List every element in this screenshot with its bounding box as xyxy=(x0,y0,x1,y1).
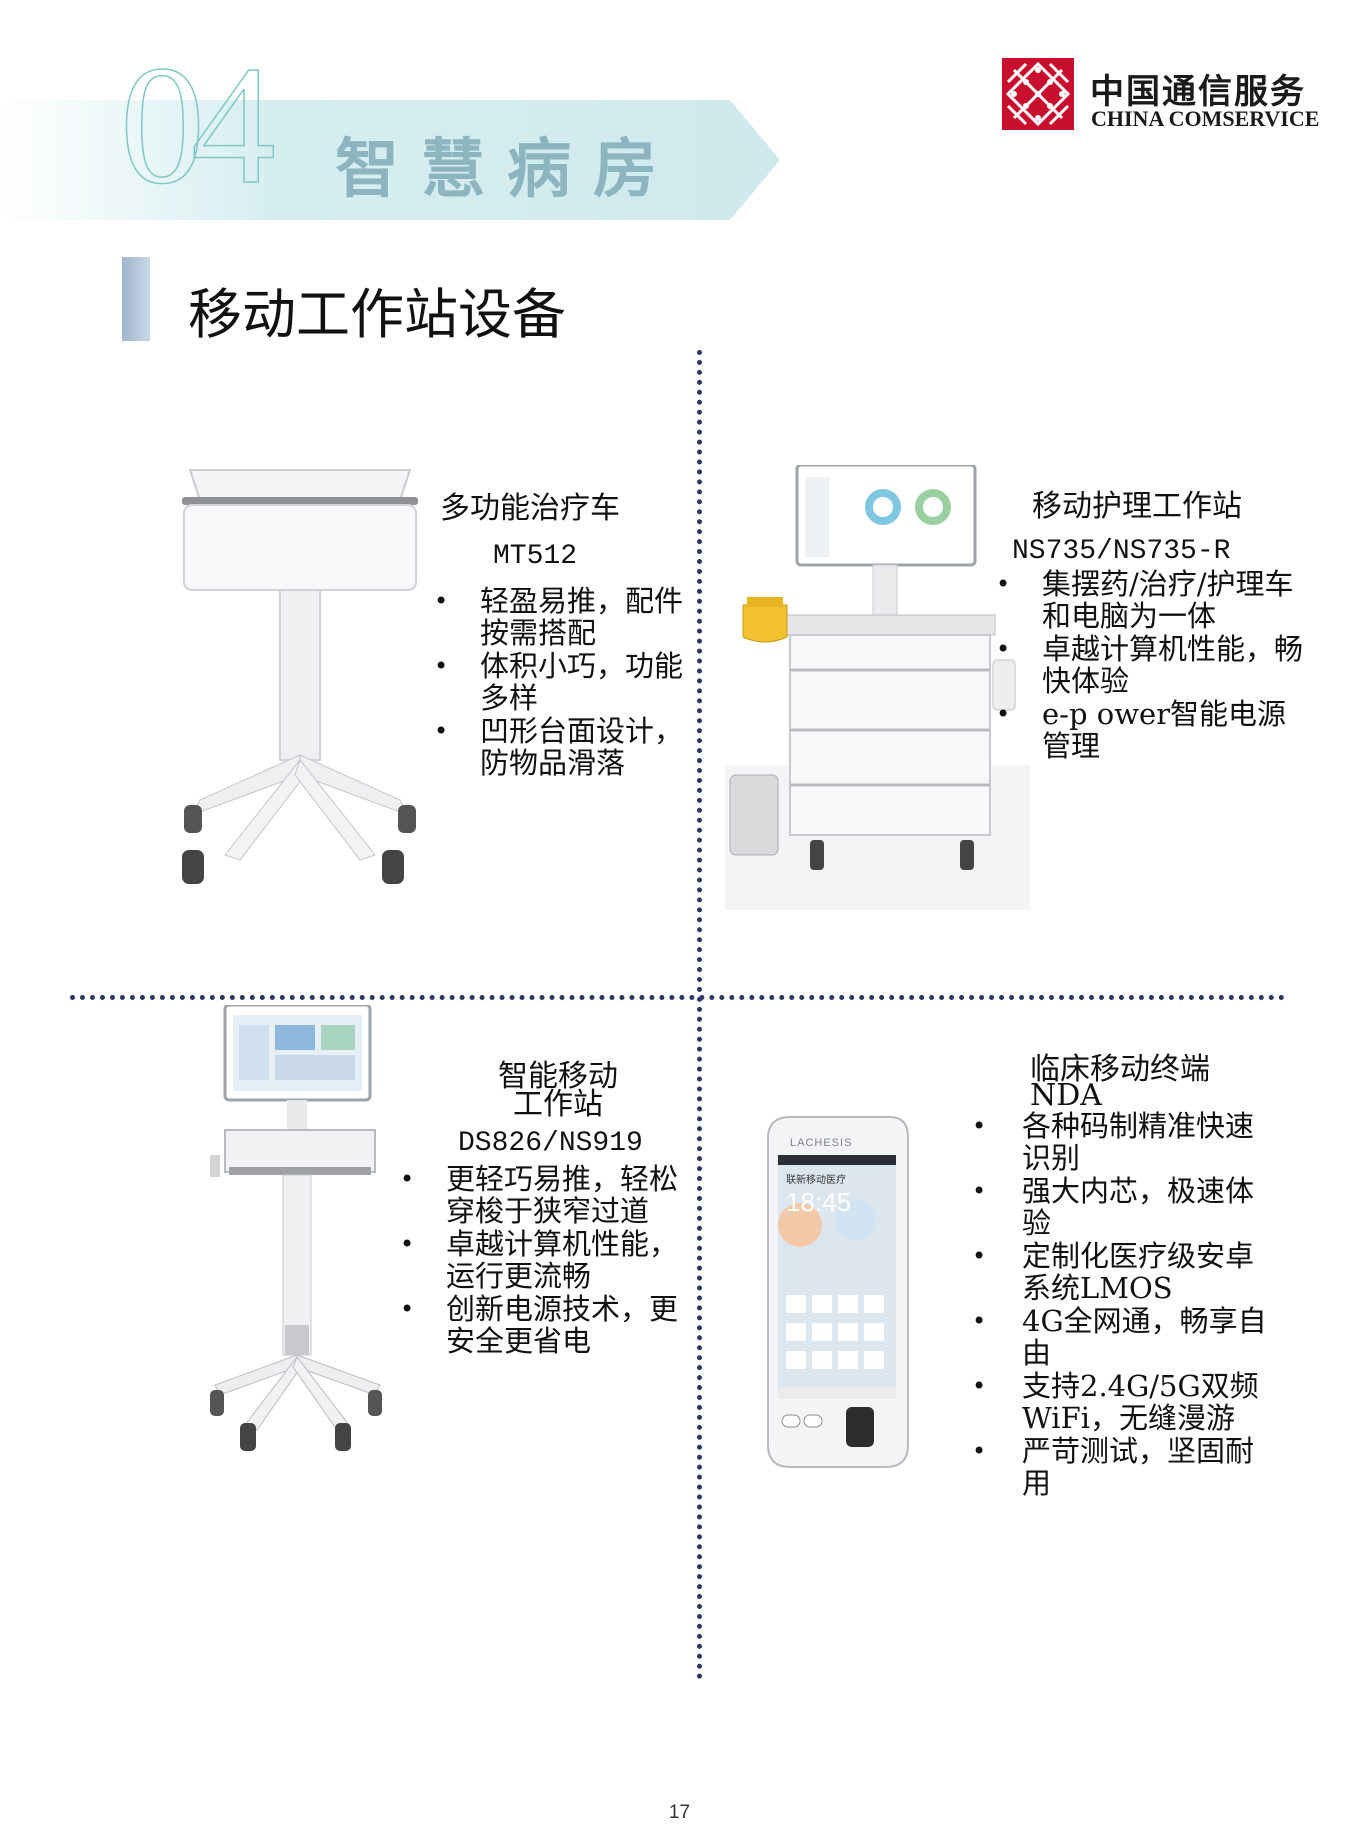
device-clock: 18:45 xyxy=(786,1187,852,1217)
feature-item: e-p ower智能电源管理 xyxy=(994,698,1312,762)
logo-english-name: CHINA COMSERVICE xyxy=(1091,106,1320,131)
banner-arrow-shape xyxy=(0,100,780,220)
nursing-workstation-illustration xyxy=(725,465,1030,910)
device-brand: LACHESIS xyxy=(790,1137,853,1149)
feature-item: 4G全网通，畅享自由 xyxy=(970,1305,1270,1369)
smart-workstation-illustration xyxy=(210,1005,382,1451)
product-model-ns735: NS735/NS735-R xyxy=(1012,536,1231,567)
product-model-ds826: DS826/NS919 xyxy=(458,1128,643,1159)
section-banner xyxy=(0,100,780,220)
product-model-mt512: MT512 xyxy=(493,541,578,572)
feature-item: 创新电源技术，更安全更省电 xyxy=(398,1293,688,1357)
feature-item: 定制化医疗级安卓系统LMOS xyxy=(970,1240,1270,1304)
horizontal-divider xyxy=(70,995,1285,1000)
page-number: 17 xyxy=(668,1802,691,1823)
feature-item: 支持2.4G/5G双频WiFi，无缝漫游 xyxy=(970,1370,1270,1434)
logo-chinese-name: 中国通信服务 xyxy=(1090,72,1306,112)
product-name-mt512: 多功能治疗车 xyxy=(440,491,620,526)
feature-list-ns735: 集摆药/治疗/护理车和电脑为一体 卓越计算机性能，畅快体验 e-p ower智能… xyxy=(994,568,1312,763)
feature-item: 轻盈易推，配件按需搭配 xyxy=(432,585,690,649)
product-name-ns735: 移动护理工作站 xyxy=(1032,489,1242,524)
treatment-cart-illustration xyxy=(182,469,418,884)
feature-item: 体积小巧，功能多样 xyxy=(432,650,690,714)
feature-list-ds826: 更轻巧易推，轻松穿梭于狭窄过道 卓越计算机性能，运行更流畅 创新电源技术，更安全… xyxy=(398,1163,688,1358)
feature-item: 凹形台面设计，防物品滑落 xyxy=(432,715,690,779)
product-name-nda: 临床移动终端NDA xyxy=(1030,1052,1210,1113)
vertical-divider xyxy=(697,350,702,1680)
feature-item: 严苛测试，坚固耐用 xyxy=(970,1435,1270,1499)
feature-item: 集摆药/治疗/护理车和电脑为一体 xyxy=(994,568,1312,632)
feature-item: 更轻巧易推，轻松穿梭于狭窄过道 xyxy=(398,1163,688,1227)
feature-list-nda: 各种码制精准快速识别 强大内芯，极速体验 定制化医疗级安卓系统LMOS 4G全网… xyxy=(970,1110,1270,1500)
feature-item: 卓越计算机性能，畅快体验 xyxy=(994,633,1312,697)
feature-item: 强大内芯，极速体验 xyxy=(970,1175,1270,1239)
company-logo: 中国通信服务 CHINA COMSERVICE xyxy=(1002,58,1332,133)
section-number: 04 xyxy=(119,31,277,219)
logo-mark-icon xyxy=(1002,58,1074,130)
handheld-terminal-illustration: LACHESIS 联新移动医疗 18:45 xyxy=(760,1115,910,1475)
page-subtitle: 移动工作站设备 xyxy=(188,283,566,346)
feature-list-mt512: 轻盈易推，配件按需搭配 体积小巧，功能多样 凹形台面设计，防物品滑落 xyxy=(432,585,690,780)
section-title: 智慧病房 xyxy=(335,133,679,207)
device-app-title: 联新移动医疗 xyxy=(786,1175,846,1186)
product-name-ds826: 智能移动工作站 xyxy=(498,1059,618,1122)
feature-item: 各种码制精准快速识别 xyxy=(970,1110,1270,1174)
subtitle-accent-bar xyxy=(122,257,150,341)
feature-item: 卓越计算机性能，运行更流畅 xyxy=(398,1228,688,1292)
